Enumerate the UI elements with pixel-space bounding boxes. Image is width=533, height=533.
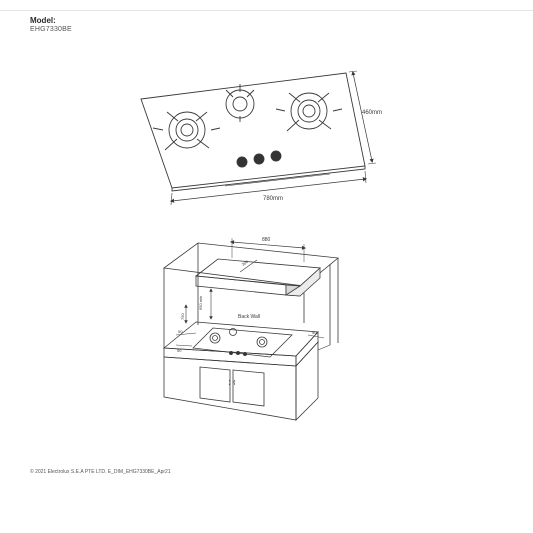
burner-middle [225, 84, 255, 122]
install-front-label-a: 50 [178, 329, 183, 334]
burner-left [152, 111, 221, 151]
hob-drawing [140, 70, 377, 206]
range-hood [194, 258, 321, 297]
install-height-label-b: 750 [180, 313, 185, 320]
install-side-label: 300 [241, 258, 250, 266]
cabinet-door-right [232, 369, 265, 407]
hob-glass-top [140, 72, 366, 189]
model-code: EHG7330BE [30, 26, 72, 33]
burner-right [275, 92, 343, 132]
counter-top [162, 321, 319, 357]
install-height-label-a: 650 min [198, 296, 203, 310]
width-dimension-label: 780mm [263, 196, 283, 202]
back-wall-label: Back Wall [238, 314, 260, 320]
top-divider [0, 10, 533, 11]
copyright-footer: © 2021 Electrolux S.E.A PTE LTD. E_DIM_E… [30, 469, 171, 475]
depth-dimension-label: 460mm [362, 110, 382, 116]
control-knobs [236, 150, 282, 168]
model-label: Model: [30, 16, 56, 25]
cabinet-door-left [199, 366, 231, 403]
install-right-label: 50 [312, 330, 317, 335]
install-width-label: 880 [262, 237, 271, 243]
install-front-label-b: 50 [177, 348, 182, 353]
installation-drawing [162, 238, 339, 421]
